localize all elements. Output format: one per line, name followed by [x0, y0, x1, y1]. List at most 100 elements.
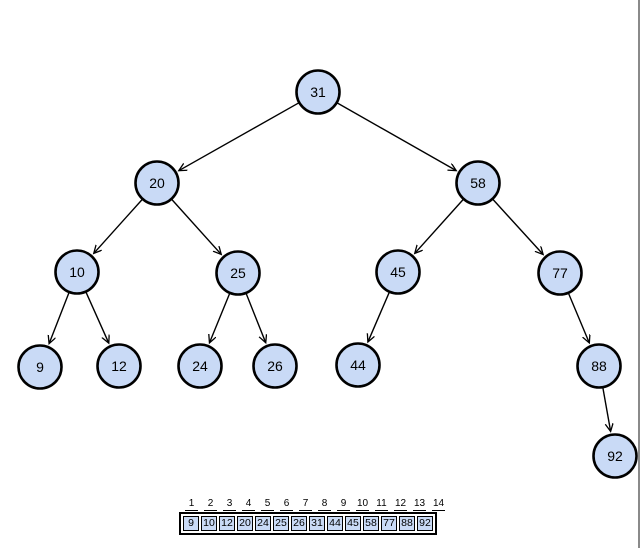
tree-node-12: 12	[96, 343, 142, 389]
tree-node-circle	[96, 343, 142, 389]
tree-node-45: 45	[375, 249, 421, 295]
array-index-label: 12	[394, 498, 407, 511]
array-cell: 26	[291, 516, 307, 531]
tree-edge-20-25	[171, 199, 221, 254]
tree-edge-31-20	[179, 102, 299, 170]
window-edge-line	[638, 0, 640, 548]
tree-edge-10-12	[85, 292, 108, 343]
tree-node-circle	[252, 343, 298, 389]
array-index: 6	[278, 498, 295, 511]
array-index-label: 3	[223, 498, 236, 511]
tree-node-value: 45	[390, 264, 406, 280]
tree-node-circle	[335, 342, 381, 388]
tree-node-circle	[17, 344, 63, 390]
tree-node-value: 44	[350, 357, 366, 373]
array-index: 5	[259, 498, 276, 511]
tree-node-value: 20	[149, 175, 165, 191]
array-cell: 10	[201, 516, 217, 531]
tree-node-circle	[215, 250, 261, 296]
array-cell: 92	[417, 516, 433, 531]
tree-node-circle	[177, 343, 223, 389]
array-index-label: 6	[280, 498, 293, 511]
array-index: 11	[373, 498, 390, 511]
tree-node-value: 24	[192, 358, 208, 374]
tree-node-26: 26	[252, 343, 298, 389]
tree-node-circle	[375, 249, 421, 295]
array-index-label: 7	[299, 498, 312, 511]
tree-node-value: 88	[591, 358, 607, 374]
tree-node-circle	[592, 433, 638, 479]
array-index-label: 11	[375, 498, 388, 511]
tree-node-value: 31	[310, 84, 326, 100]
tree-node-31: 31	[295, 69, 341, 115]
tree-node-value: 12	[111, 358, 127, 374]
array-index-label: 14	[432, 498, 445, 511]
tree-node-25: 25	[215, 250, 261, 296]
tree-node-value: 58	[470, 175, 486, 191]
array-index-label: 9	[337, 498, 350, 511]
tree-edge-77-88	[568, 293, 589, 343]
array-index-label: 8	[318, 498, 331, 511]
array-index-label: 5	[261, 498, 274, 511]
array-cell: 44	[327, 516, 343, 531]
tree-node-value: 77	[552, 265, 568, 281]
array-index-label: 1	[185, 498, 198, 511]
tree-edge-58-45	[415, 199, 464, 253]
tree-node-44: 44	[335, 342, 381, 388]
tree-node-10: 10	[54, 249, 100, 295]
array-index-label: 10	[356, 498, 369, 511]
tree-edge-88-92	[602, 388, 611, 431]
tree-node-9: 9	[17, 344, 63, 390]
array-index: 8	[316, 498, 333, 511]
tree-node-20: 20	[134, 160, 180, 206]
tree-node-value: 26	[267, 358, 283, 374]
tree-node-58: 58	[455, 160, 501, 206]
array-index: 3	[221, 498, 238, 511]
array-cell: 12	[219, 516, 235, 531]
array-index: 4	[240, 498, 257, 511]
tree-edge-10-9	[49, 292, 70, 343]
tree-edge-58-77	[492, 199, 543, 255]
tree-node-circle	[576, 343, 622, 389]
tree-node-circle	[54, 249, 100, 295]
array-index-label: 2	[204, 498, 217, 511]
tree-node-circle	[134, 160, 180, 206]
tree-edge-45-44	[368, 292, 390, 342]
array-cell: 45	[345, 516, 361, 531]
array-cell: 77	[381, 516, 397, 531]
tree-node-value: 9	[36, 359, 44, 375]
array-index: 10	[354, 498, 371, 511]
tree-node-77: 77	[537, 250, 583, 296]
array-cell: 24	[255, 516, 271, 531]
tree-node-circle	[537, 250, 583, 296]
array-index: 9	[335, 498, 352, 511]
tree-node-value: 92	[607, 448, 623, 464]
array-index: 12	[392, 498, 409, 511]
array-cell: 58	[363, 516, 379, 531]
array-cell: 9	[183, 516, 199, 531]
array-index-label: 13	[413, 498, 426, 511]
tree-node-circle	[295, 69, 341, 115]
tree-node-circle	[455, 160, 501, 206]
tree-node-24: 24	[177, 343, 223, 389]
tree-edge-25-26	[245, 293, 265, 342]
array-index: 2	[202, 498, 219, 511]
tree-node-value: 25	[230, 265, 246, 281]
tree-edge-20-10	[94, 199, 143, 253]
array-index: 1	[183, 498, 200, 511]
array-index: 13	[411, 498, 428, 511]
tree-edge-31-58	[337, 102, 456, 170]
tree-node-92: 92	[592, 433, 638, 479]
array-cell: 20	[237, 516, 253, 531]
array-cell: 25	[273, 516, 289, 531]
tree-node-value: 10	[69, 264, 85, 280]
array-cell: 31	[309, 516, 325, 531]
array-index: 7	[297, 498, 314, 511]
tree-node-88: 88	[576, 343, 622, 389]
tree-edge-25-24	[210, 293, 231, 343]
